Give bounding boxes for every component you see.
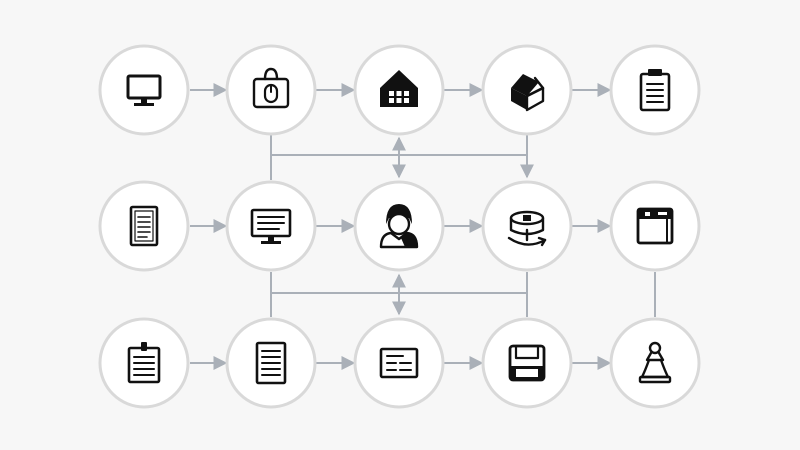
node-r2-c5 [609,180,701,272]
node-circle [609,317,701,409]
node-circle [609,180,701,272]
node-circle [481,317,573,409]
document-icon [129,205,159,247]
node-r1-c2 [225,44,317,136]
node-r3-c1 [98,317,190,409]
node-circle [481,180,573,272]
node-r1-c3 [353,44,445,136]
floppy-disk-icon [508,344,546,382]
node-r1-c5 [609,44,701,136]
form-icon [379,347,419,379]
paper-list-icon [255,341,287,385]
node-r1-c1 [98,44,190,136]
mouse-bag-icon [252,67,290,109]
notepad-icon [127,342,161,384]
monitor-icon [126,74,162,106]
computer-terminal-icon [250,208,292,244]
node-circle [98,180,190,272]
clipboard-icon [639,69,671,112]
node-r2-c4 [481,180,573,272]
node-circle [98,44,190,136]
node-r3-c3 [353,317,445,409]
chess-pawn-icon [638,341,672,384]
node-r3-c5 [609,317,701,409]
node-r1-c4 [481,44,573,136]
house-icon [380,70,418,107]
node-r2-c2 [225,180,317,272]
rotating-disc-icon [507,210,547,247]
user-headset-icon [379,204,419,249]
node-r2-c3 [353,180,445,272]
node-r3-c4 [481,317,573,409]
book-icon [636,207,674,245]
nodes [98,44,701,409]
open-box-icon [511,74,545,112]
connectors [190,83,656,370]
node-r2-c1 [98,180,190,272]
node-r3-c2 [225,317,317,409]
node-circle [225,180,317,272]
